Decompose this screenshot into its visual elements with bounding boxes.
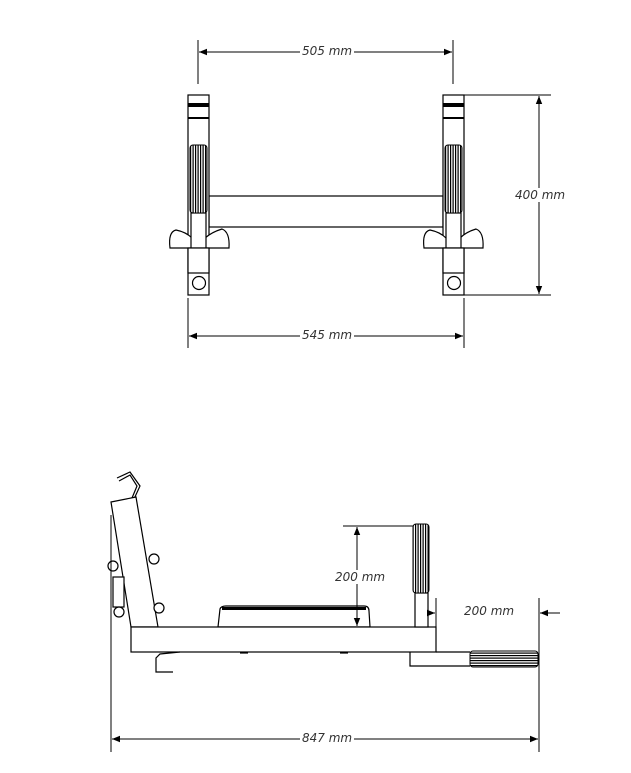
right-post [423, 94, 484, 296]
vertical-handle [412, 523, 430, 594]
label-400: 400 mm [513, 188, 568, 202]
label-200-vertical: 200 mm [333, 570, 388, 584]
horizontal-handle [469, 650, 539, 668]
top-hook [116, 471, 141, 500]
label-847: 847 mm [300, 731, 355, 745]
label-505: 505 mm [300, 44, 355, 58]
top-view [169, 40, 551, 348]
side-view [107, 471, 560, 752]
left-post [169, 94, 230, 296]
seat-pad [217, 605, 371, 628]
crossbar [208, 195, 444, 228]
bottom-hook [155, 651, 181, 673]
label-545: 545 mm [300, 328, 355, 342]
label-200-horizontal: 200 mm [462, 604, 517, 618]
base-frame [130, 626, 437, 653]
